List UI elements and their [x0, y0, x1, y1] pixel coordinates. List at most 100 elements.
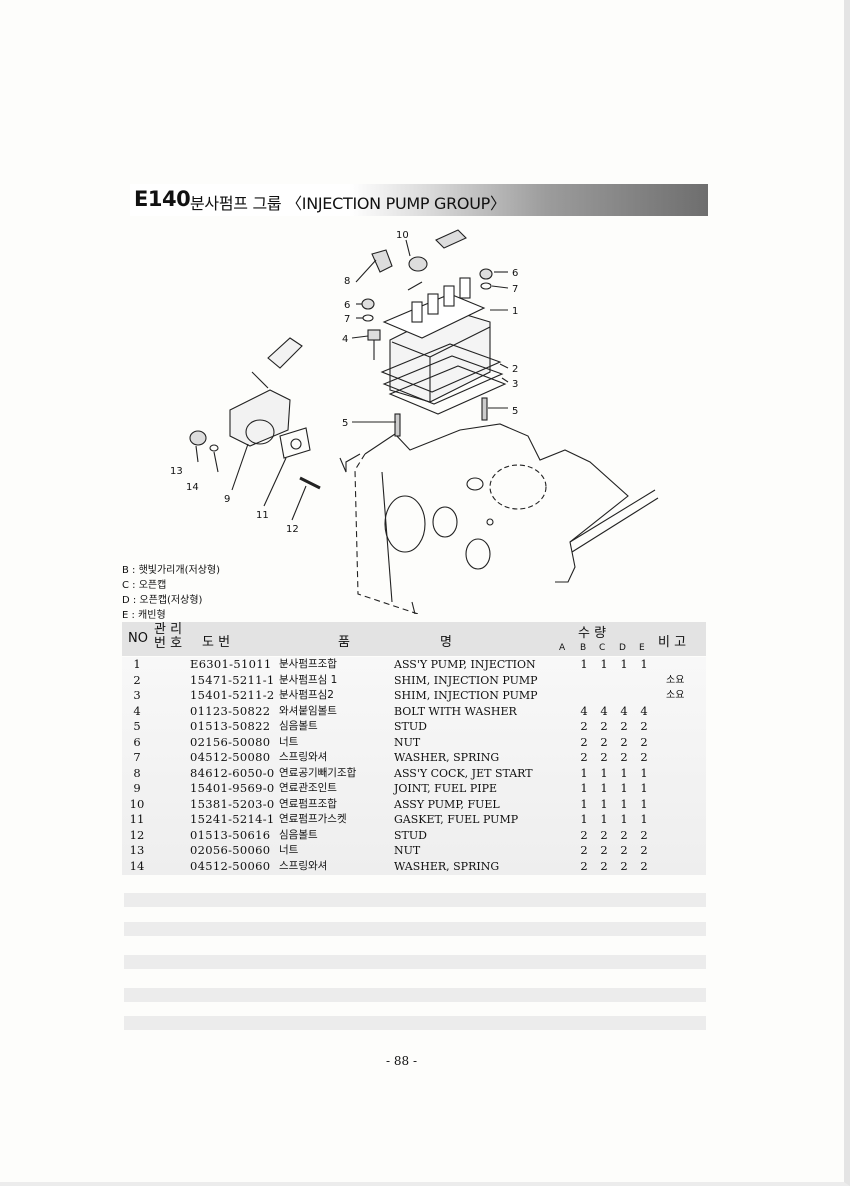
part-name-english: JOINT, FUEL PIPE — [394, 782, 498, 795]
callout-11: 11 — [256, 510, 269, 521]
pump-delivery-valve-2 — [427, 293, 439, 315]
quantity-d: 2 — [620, 750, 628, 764]
bolt-head — [367, 329, 381, 341]
quantity-c: 4 — [600, 703, 608, 718]
quantity-d: 2 — [620, 734, 628, 749]
row-number: 11 — [129, 812, 145, 826]
part-name-korean: 심음볼트 — [279, 720, 318, 732]
remarks: 소요 — [666, 690, 685, 701]
part-name-korean: 연료펌프가스켓 — [279, 813, 347, 825]
callout-14: 14 — [186, 482, 199, 493]
leader-2 — [499, 363, 509, 369]
header-mgmt-bottom: 번 호 — [154, 636, 183, 651]
nut-left — [361, 298, 375, 310]
block-hole — [466, 477, 484, 491]
pump-shim-1 — [380, 343, 502, 393]
remarks: 소요 — [666, 674, 685, 686]
part-name-korean: 연료공기빼기조합 — [279, 766, 357, 779]
background-stripe — [124, 1016, 706, 1030]
block-bore-4 — [489, 464, 547, 510]
parts-diagram-drawing: 10 8 6 7 4 6 7 1 2 3 5 5 13 14 9 11 12 — [170, 229, 659, 614]
part-name-korean: 와셔붙임볼트 — [279, 704, 337, 717]
quantity-e: 1 — [640, 657, 648, 671]
callout-13: 13 — [170, 466, 183, 477]
row-number: 13 — [129, 843, 145, 857]
legend-item: E : 캐빈형 — [122, 610, 166, 621]
quantity-e: 2 — [640, 734, 648, 749]
fuel-pump-body — [229, 389, 291, 447]
part-number: 02056-50060 — [190, 843, 271, 857]
part-number: 15381-5203-0 — [190, 796, 275, 811]
quantity-b: 2 — [580, 827, 588, 842]
row-number: 4 — [133, 703, 141, 718]
header-name: 명 — [440, 635, 452, 650]
pump-nut — [189, 430, 207, 446]
parts-diagram: 10 8 6 7 4 6 7 1 2 3 5 5 13 14 9 11 12 — [160, 222, 670, 614]
part-name-english: NUT — [394, 844, 421, 857]
section-code: E140 — [134, 187, 191, 211]
block-bore-1 — [384, 495, 426, 553]
part-name-korean: 스프링와셔 — [279, 859, 328, 872]
part-number: 01513-50822 — [190, 719, 271, 733]
quantity-b: 4 — [580, 703, 588, 718]
fuel-pump-gasket — [279, 427, 311, 459]
row-number: 8 — [133, 765, 141, 780]
quantity-c: 1 — [600, 781, 608, 795]
quantity-c: 2 — [600, 858, 608, 873]
fuel-filter — [267, 337, 303, 369]
block-bolt-hole — [486, 518, 494, 526]
header-no: NO — [128, 631, 148, 646]
header-qty-b: B — [580, 643, 587, 653]
callout-12: 12 — [286, 524, 299, 535]
engine-rod-2 — [571, 497, 659, 553]
quantity-d: 2 — [620, 858, 628, 873]
callout-1: 1 — [512, 306, 518, 317]
part-name-korean: 분사펌프조합 — [279, 658, 337, 670]
callout-7-left: 7 — [344, 314, 350, 325]
part-number: 04512-50060 — [190, 858, 271, 873]
section-title: 분사펌프 그룹 〈INJECTION PUMP GROUP〉 — [190, 194, 506, 213]
pump-delivery-valve-1 — [411, 301, 423, 323]
row-number: 14 — [129, 858, 145, 873]
quantity-b: 1 — [580, 657, 588, 671]
callout-3: 3 — [512, 379, 518, 390]
quantity-c: 1 — [600, 796, 608, 811]
part-name-english: ASS'Y COCK, JET START — [394, 766, 533, 780]
page-number: - 88 - — [386, 1054, 418, 1068]
quantity-e: 2 — [640, 827, 648, 842]
engine-block-edge — [354, 453, 419, 614]
part-name-english: ASS'Y PUMP, INJECTION — [394, 658, 536, 671]
part-name-korean: 너트 — [279, 844, 299, 856]
background-stripe — [124, 955, 706, 969]
fuel-pipe-joint — [408, 256, 428, 272]
callout-8: 8 — [344, 276, 350, 287]
leader-7-right — [491, 285, 509, 289]
row-number: 3 — [133, 688, 141, 702]
row-number: 2 — [133, 672, 141, 687]
quantity-c: 2 — [600, 843, 608, 857]
part-number: 04512-50080 — [190, 750, 271, 764]
legend: B : 햇빛가리개(저상형) C : 오픈캡 D : 오픈캡(저상형) E : … — [122, 563, 220, 623]
part-name-english: SHIM, INJECTION PUMP — [394, 689, 538, 702]
part-name-english: NUT — [394, 735, 421, 749]
quantity-d: 4 — [620, 703, 628, 718]
header-remarks: 비 고 — [658, 635, 687, 650]
block-bore-2 — [432, 506, 458, 538]
pump-flange — [388, 365, 507, 415]
part-number: 15241-5214-1 — [190, 812, 275, 826]
row-number: 1 — [133, 657, 141, 671]
stud-pump — [299, 476, 321, 490]
quantity-d: 1 — [620, 796, 628, 811]
part-number: 01513-50616 — [190, 827, 271, 842]
quantity-b: 2 — [580, 750, 588, 764]
pump-shim-2 — [382, 355, 504, 405]
callout-5-right: 5 — [512, 406, 518, 417]
part-number: 02156-50080 — [190, 734, 271, 749]
